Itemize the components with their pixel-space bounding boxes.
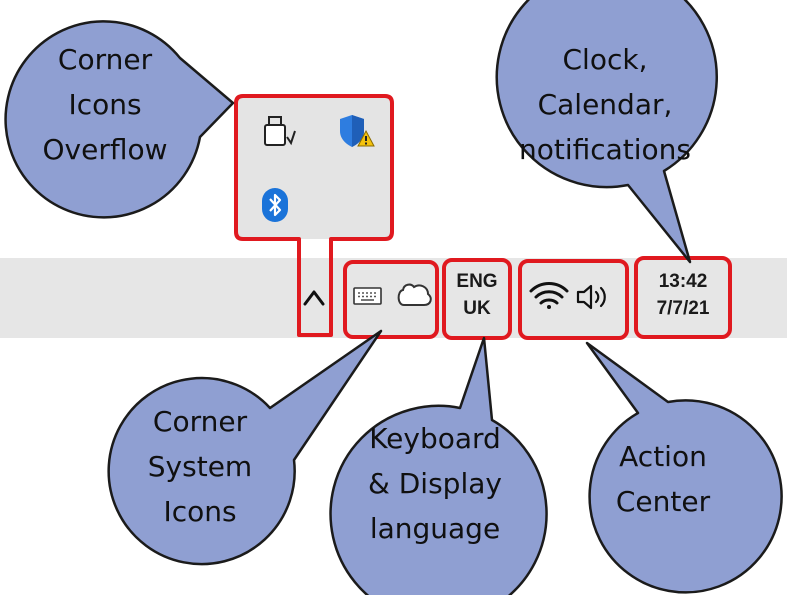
touch-keyboard-icon[interactable] [353,287,382,305]
volume-icon[interactable] [576,284,606,310]
clock-time: 13:42 [658,271,708,292]
chevron-up-icon[interactable] [303,290,325,306]
clock-date-text: 7/7/21 [656,298,710,319]
overflow-panel [236,95,392,239]
callout-bubble-system [107,329,383,566]
callout-bubble-keyboard [329,336,548,595]
bluetooth-icon[interactable] [262,188,288,222]
wifi-icon[interactable] [529,282,569,310]
language-highlight [442,258,512,340]
language-indicator[interactable]: ENG UK [446,268,508,322]
callout-bubble-action [585,341,783,594]
overflow-highlight [234,94,394,337]
usb-drive-icon[interactable] [264,116,296,146]
onedrive-cloud-icon[interactable] [397,283,432,306]
clock-highlight [634,256,732,339]
system-icons-highlight [343,260,439,339]
security-warning-icon[interactable] [340,115,375,147]
taskbar [0,258,787,338]
language-region: UK [463,298,491,319]
clock-date[interactable]: 13:42 7/7/21 [638,268,728,322]
action-center-highlight [518,259,629,340]
overflow-toggle-button[interactable] [301,272,329,324]
language-code: ENG [456,271,498,292]
callout-bubble-clock [495,0,718,264]
callout-bubble-overflow [4,20,235,219]
